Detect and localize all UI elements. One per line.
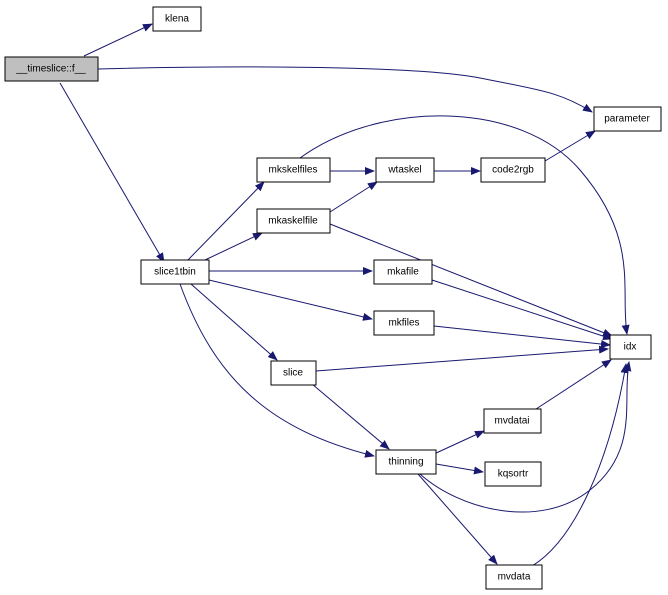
node-mvdata[interactable]: mvdata xyxy=(485,564,543,590)
node-label: mkafile xyxy=(387,267,419,278)
node-mkskelfiles[interactable]: mkskelfiles xyxy=(256,157,331,183)
node-code2rgb[interactable]: code2rgb xyxy=(480,157,546,183)
node-kqsortr[interactable]: kqsortr xyxy=(484,461,542,487)
node-mkfiles[interactable]: mkfiles xyxy=(373,310,435,336)
node-parameter[interactable]: parameter xyxy=(593,106,662,132)
node-label: mkfiles xyxy=(388,318,419,329)
edge-mkfiles-idx xyxy=(433,325,611,349)
node-label: slice xyxy=(283,368,303,379)
edge-mkaskelfile-wtaskel xyxy=(329,181,378,213)
node-label: parameter xyxy=(604,114,650,125)
edge-slice1tbin-thinning xyxy=(179,283,375,458)
edge-mvdata-idx xyxy=(531,363,629,567)
edge-mkaskelfile-idx xyxy=(329,223,613,337)
node-label: kqsortr xyxy=(498,469,529,480)
node-idx[interactable]: idx xyxy=(609,334,652,360)
edge-mkafile-idx xyxy=(431,279,613,340)
edge-thinning-mvdatai xyxy=(433,430,485,455)
edge-code2rgb-parameter xyxy=(544,130,596,162)
edge-slice1tbin-mkaskelfile xyxy=(204,232,263,261)
edges xyxy=(59,23,632,567)
node-label: mvdata xyxy=(498,572,531,583)
node-label: idx xyxy=(624,342,637,353)
edge-mvdatai-idx xyxy=(532,359,612,412)
node-wtaskel[interactable]: wtaskel xyxy=(375,157,435,183)
edge-slice1tbin-mkfiles xyxy=(208,279,373,321)
node-thinning[interactable]: thinning xyxy=(375,449,437,475)
node-mkafile[interactable]: mkafile xyxy=(373,259,433,285)
edge-slice-idx xyxy=(315,345,609,372)
edge-thinning-mvdata xyxy=(417,473,498,565)
edge-slice1tbin-slice xyxy=(190,283,278,361)
node-label: wtaskel xyxy=(387,165,421,176)
edge-slice1tbin-mkskelfiles xyxy=(185,181,265,263)
node-label: thinning xyxy=(388,457,423,468)
node-timeslice[interactable]: __timeslice::f__ xyxy=(4,56,99,82)
nodes: __timeslice::f__ klena parameter mkskelf… xyxy=(4,6,662,590)
edge-timeslice-parameter xyxy=(97,66,593,113)
edge-timeslice-slice1tbin xyxy=(59,82,165,263)
node-label: mkskelfiles xyxy=(269,165,318,176)
node-slice1tbin[interactable]: slice1tbin xyxy=(140,259,210,285)
node-label: __timeslice::f__ xyxy=(15,64,86,75)
node-label: code2rgb xyxy=(492,165,534,176)
edge-mkskelfiles-idx xyxy=(299,115,630,335)
edge-slice-thinning xyxy=(311,383,390,450)
node-label: klena xyxy=(165,14,189,25)
node-label: slice1tbin xyxy=(154,267,196,278)
node-mkaskelfile[interactable]: mkaskelfile xyxy=(256,208,331,234)
edge-timeslice-klena xyxy=(83,23,153,57)
edge-thinning-idx xyxy=(419,361,632,513)
node-label: mkaskelfile xyxy=(268,216,318,227)
node-label: mvdatai xyxy=(494,416,529,427)
node-slice[interactable]: slice xyxy=(270,360,317,386)
node-mvdatai[interactable]: mvdatai xyxy=(483,408,542,434)
node-klena[interactable]: klena xyxy=(152,6,202,32)
edge-thinning-kqsortr xyxy=(435,463,484,475)
